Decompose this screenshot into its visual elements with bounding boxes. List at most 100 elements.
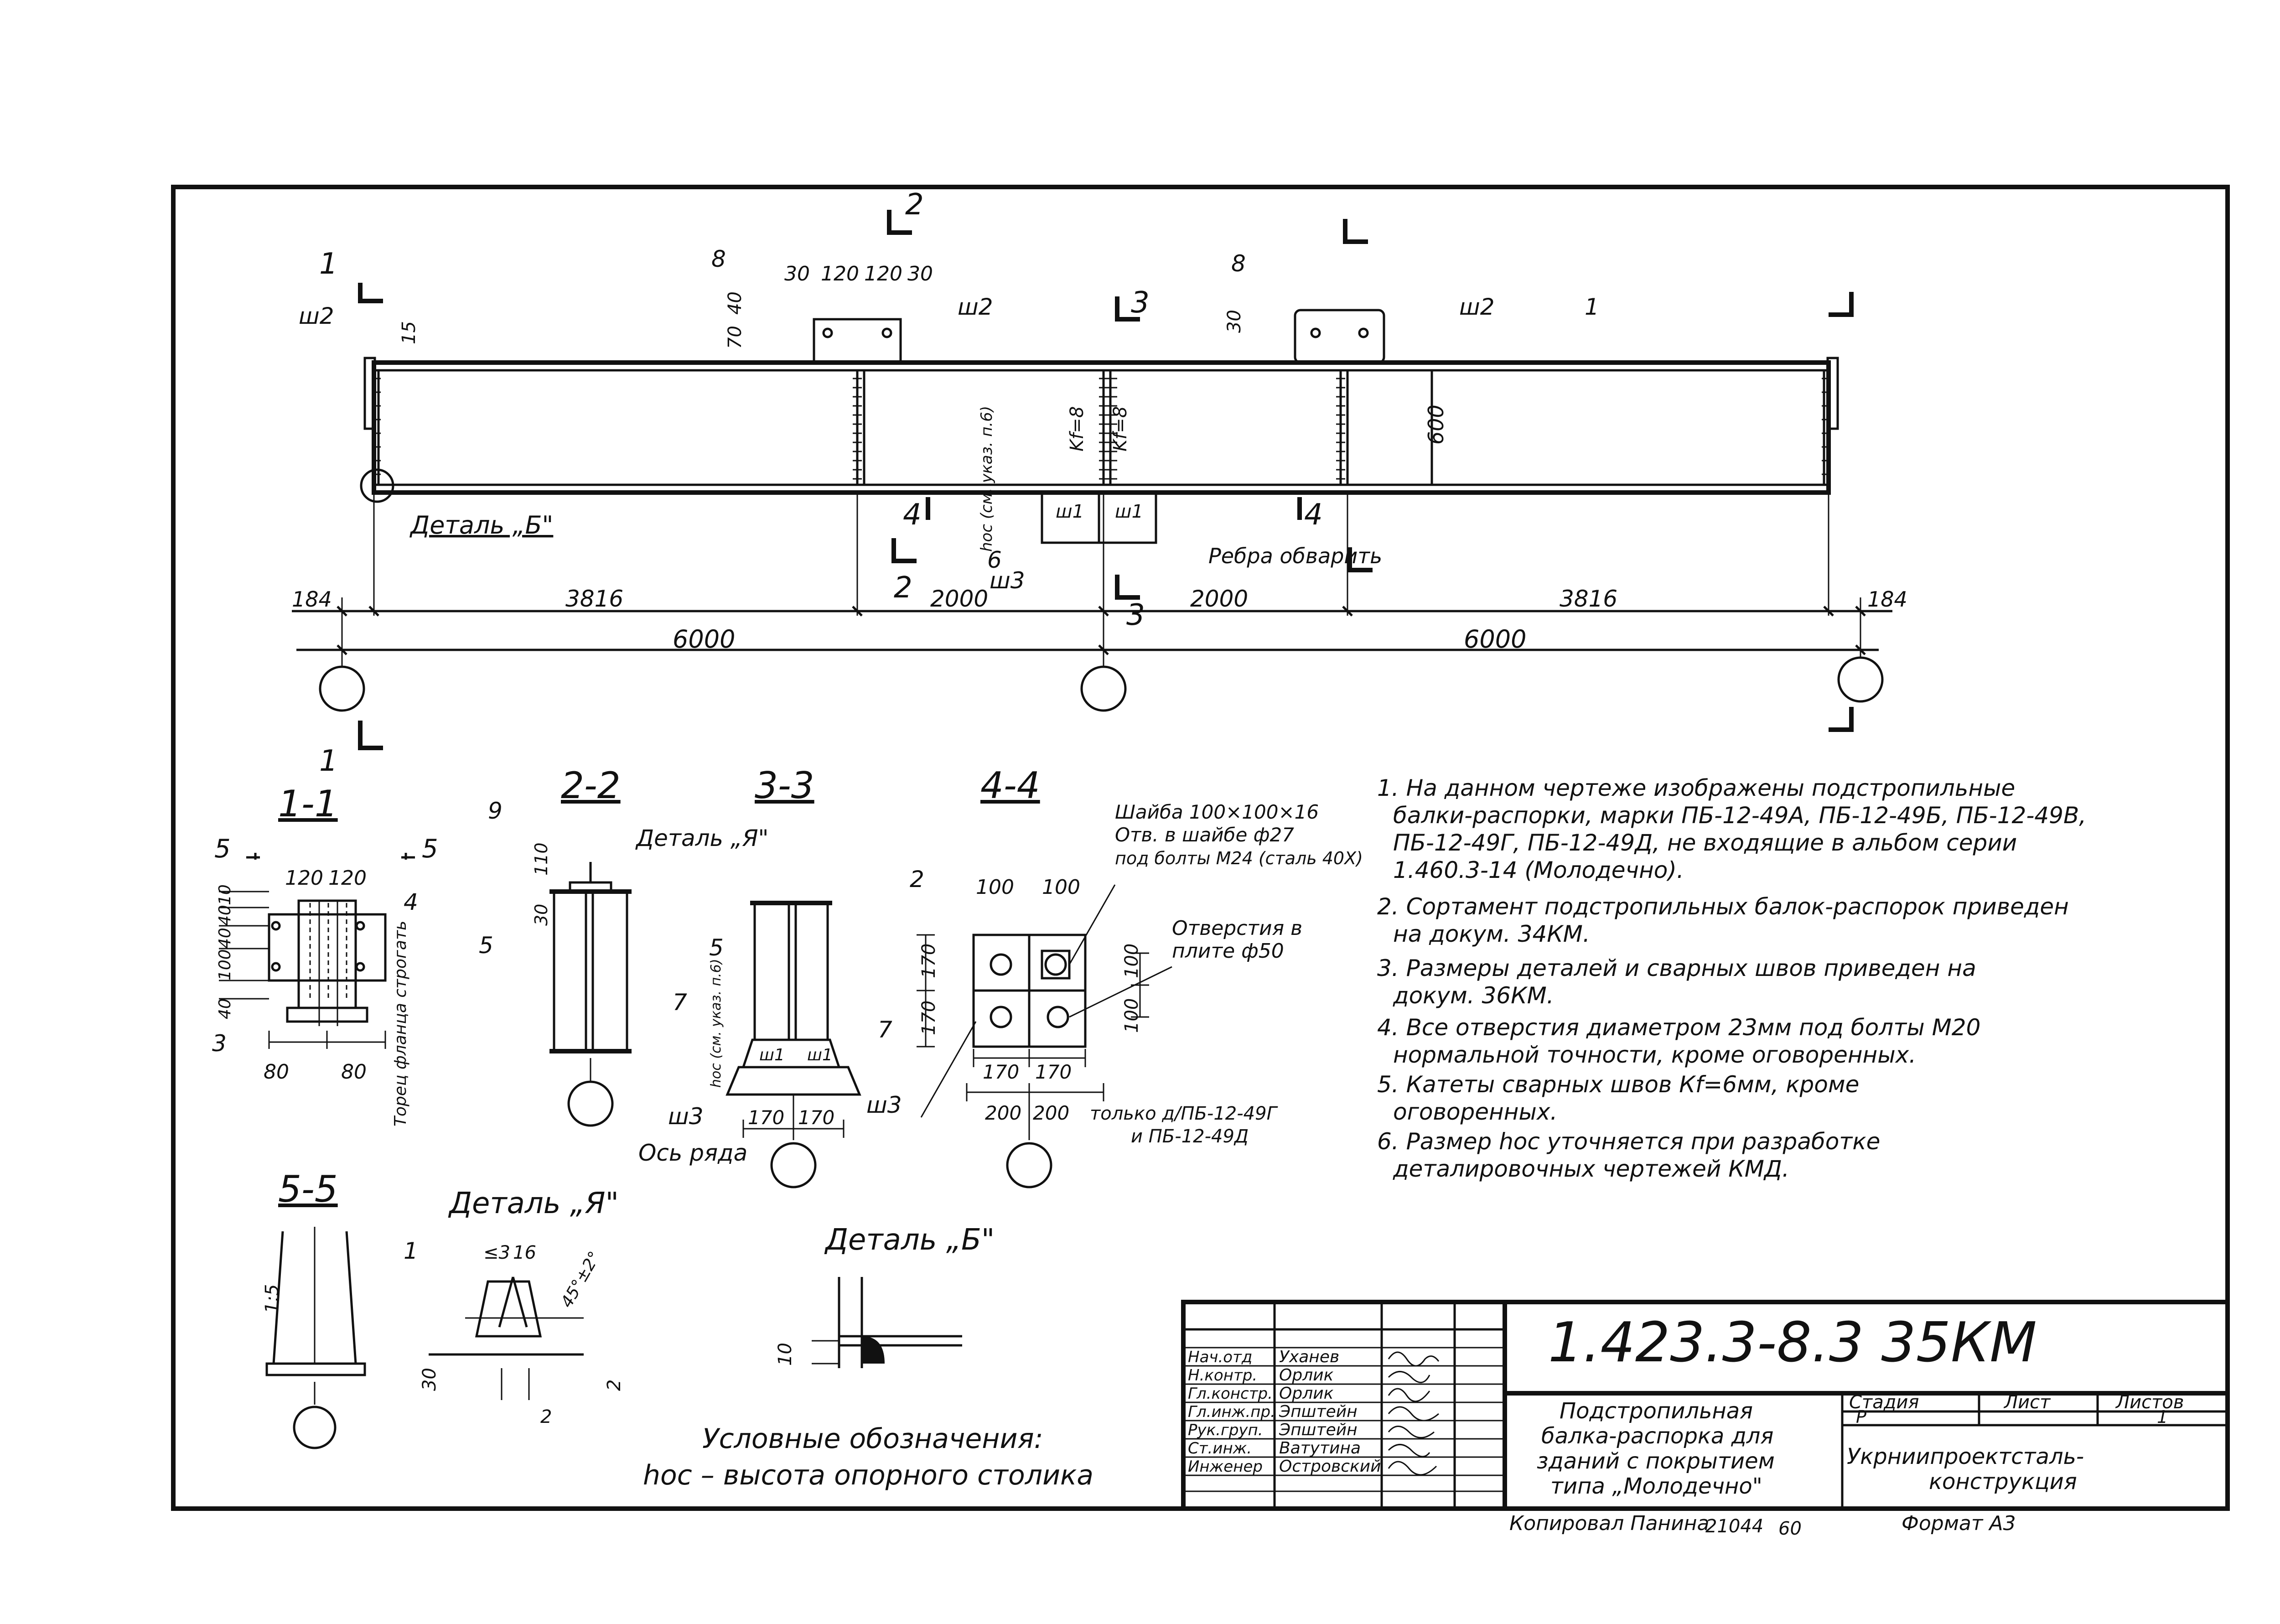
legend-line: hос – высота опорного столика <box>643 1459 1093 1491</box>
stiffeners <box>377 370 1825 485</box>
section-1-1-title: 1-1 <box>278 783 338 825</box>
footer-format: Формат А3 <box>1902 1512 2016 1535</box>
sec22-callout-5: 5 <box>479 932 493 959</box>
section-cut-marks <box>358 210 1854 750</box>
description-line: зданий с покрытием <box>1537 1448 1775 1474</box>
weld-w3: ш3 <box>990 567 1025 594</box>
sec11-note-line: Торец фланца строгать <box>391 921 410 1126</box>
axis-bubble <box>1837 656 1884 703</box>
weld-w2-left: ш2 <box>299 303 334 329</box>
section-5-5-title: 5-5 <box>278 1168 338 1210</box>
hoc-note: hос (см. указ. п.6) <box>978 406 996 552</box>
sec55-slope: 1:5 <box>262 1284 283 1313</box>
washer-note-3: под болты М24 (сталь 40Х) <box>1115 848 1363 868</box>
note-line: 6. Размер hос уточняется при разработке <box>1377 1128 1880 1155</box>
name: Островский <box>1279 1457 1381 1476</box>
sheet-header: Лист <box>2003 1392 2051 1413</box>
axis-bubble <box>319 665 365 712</box>
only-note-2: и ПБ-12-49Д <box>1131 1126 1249 1147</box>
section-mark-4-right: 4 <box>1304 498 1323 532</box>
span-dim-2000-right: 2000 <box>1190 586 1248 612</box>
beam-outline <box>372 360 1831 495</box>
weld-w1-a: ш1 <box>1056 501 1084 522</box>
span-dim-6000-right: 6000 <box>1464 625 1526 654</box>
stage-header: Стадия <box>1849 1392 1919 1413</box>
note-line: оговоренных. <box>1393 1099 1557 1125</box>
section-mark-1-top: 1 <box>319 247 338 281</box>
section-3-3: 3-3 5 7 7 hос (см. указ. п.6) ш1 ш1 ш3 1… <box>638 764 892 1188</box>
axis-bubble <box>1080 665 1127 712</box>
note-line: нормальной точности, кроме оговоренных. <box>1393 1042 1916 1068</box>
plate-dim-30-a: 30 <box>784 262 810 285</box>
end-plate-right <box>1826 357 1839 430</box>
section-mark-2-top: 2 <box>905 188 924 222</box>
general-notes: 1. На данном чертеже изображены подстроп… <box>1377 775 2086 1182</box>
weld-kf8-a: Kf=8 <box>1067 406 1088 451</box>
name: Ватутина <box>1279 1439 1361 1458</box>
sec33-callout-5: 5 <box>709 934 724 961</box>
footer-order: 21044 <box>1705 1516 1763 1537</box>
sec11-callout-3: 3 <box>212 1030 227 1057</box>
section-4-4: 4-4 2 100 100 170 170 Шайба 100×100×16 О… <box>866 764 1363 1188</box>
note-line: деталировочных чертежей КМД. <box>1393 1156 1789 1182</box>
name: Эпштейн <box>1279 1402 1358 1421</box>
sec33-callout-7-left: 7 <box>673 989 687 1016</box>
sec44-dim-100-b: 100 <box>1042 876 1080 899</box>
sec11-dim-10: 10 <box>216 884 234 905</box>
section-mark-4-left: 4 <box>903 498 922 532</box>
role: Гл.констр. <box>1188 1385 1273 1403</box>
detail-ya-dim-30: 30 <box>419 1368 440 1391</box>
sec33-w1-b: ш1 <box>807 1046 833 1064</box>
detail-b: Деталь „Б" 10 <box>775 1223 995 1368</box>
sec33-dim-170-a: 170 <box>748 1106 784 1129</box>
sec11-dim-40-c: 40 <box>216 998 234 1019</box>
height-dim-600: 600 <box>1424 405 1448 445</box>
detail-ya-angle: 45°±2° <box>557 1248 604 1311</box>
weld-w1-b: ш1 <box>1115 501 1143 522</box>
sec22-dim-30: 30 <box>531 904 551 926</box>
name: Орлик <box>1279 1384 1334 1403</box>
span-dim-3816-left: 3816 <box>565 586 623 612</box>
callout-1: 1 <box>1585 294 1599 320</box>
span-dim-184-right: 184 <box>1867 587 1907 612</box>
plate-dim-70: 70 <box>725 326 746 349</box>
span-dim-2000-left: 2000 <box>930 586 988 612</box>
detail-ya-dim-2-right: 2 <box>604 1380 625 1391</box>
section-mark-5-left: 5 <box>214 834 231 864</box>
section-2-2: 2-2 9 Деталь „Я" 110 30 5 <box>479 764 769 1127</box>
role: Нач.отд <box>1188 1348 1252 1366</box>
plate-dim-30-b: 30 <box>907 262 933 285</box>
signatures <box>1388 1351 1440 1476</box>
sec44-dim-200-b: 200 <box>1033 1102 1069 1124</box>
holes-note-1: Отверстия в <box>1172 917 1302 940</box>
role: Гл.инж.пр. <box>1188 1403 1275 1421</box>
section-2-2-title: 2-2 <box>561 764 621 807</box>
sec44-dim-100-a: 100 <box>976 876 1014 899</box>
description-line: Подстропильная <box>1560 1398 1753 1424</box>
section-mark-5-right: 5 <box>422 834 438 864</box>
sec11-dim-80-b: 80 <box>341 1060 367 1084</box>
sec55-callout-1: 1 <box>404 1238 418 1264</box>
dimension-lines <box>292 370 1892 655</box>
sec33-hoc-note: hос (см. указ. п.6) <box>708 959 724 1088</box>
description-line: балка-распорка для <box>1541 1423 1773 1449</box>
sec22-detail-label: Деталь „Я" <box>635 825 769 851</box>
span-dim-6000-left: 6000 <box>673 625 735 654</box>
axis-lines <box>341 493 1861 666</box>
title-block: 1.423.3-8.3 35КМ Нач.отд Н.контр. Гл.кон… <box>1181 1300 2230 1511</box>
sec11-dim-120-b: 120 <box>328 866 367 890</box>
end-dim-15: 15 <box>399 321 420 344</box>
main-view: 1 1 2 2 3 3 4 4 8 8 1 ш2 ш2 ш2 ш1 ш1 ш3 … <box>292 188 1907 778</box>
section-3-3-title: 3-3 <box>755 764 814 807</box>
detail-ya: Деталь „Я" ≤3 16 30 2 2 45°±2° <box>419 1187 625 1427</box>
note-line: 3. Размеры деталей и сварных швов привед… <box>1377 955 1976 981</box>
sec22-dim-110: 110 <box>531 842 551 876</box>
section-mark-3-bottom: 3 <box>1126 598 1145 632</box>
sec33-w3: ш3 <box>668 1103 704 1130</box>
footer-order2: 60 <box>1778 1518 1802 1539</box>
section-1-1: 1-1 5 5 120 120 10 40 40 100 40 4 3 80 8… <box>212 783 438 1126</box>
detail-ya-dim-le3: ≤3 <box>483 1242 510 1263</box>
org-line: конструкция <box>1929 1469 2077 1494</box>
role: Рук.груп. <box>1188 1421 1263 1439</box>
